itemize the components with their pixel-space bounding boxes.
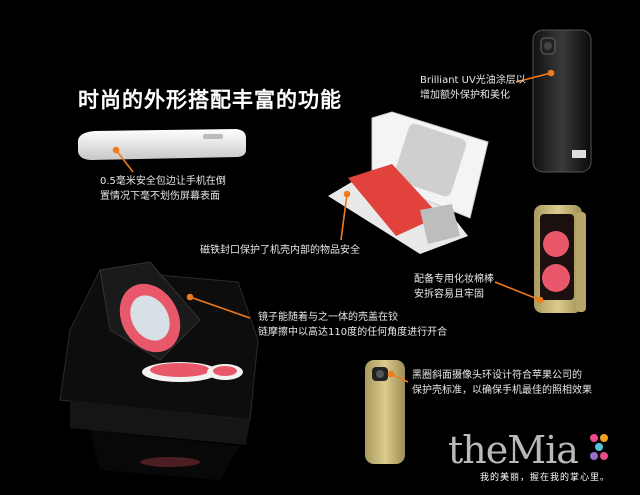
white-bumper-image [78,129,246,160]
caption-line: 置情况下毫不划伤屏幕表面 [100,191,220,202]
gold-case-image [365,360,405,464]
callout-lines [112,69,555,383]
bumper-caption: 0.5毫米安全包边让手机在倒 置情况下毫不划伤屏幕表面 [100,174,226,204]
magnet-caption: 磁铁封口保护了机壳内部的物品安全 [200,243,360,258]
caption-line: 黑圈斜面摄像头环设计符合苹果公司的 [412,370,582,381]
caption-line: 安拆容易且牢固 [414,289,484,300]
caption-line: 增加额外保护和美化 [420,90,510,101]
brush-caption: 配备专用化妆棉棒 安拆容易且牢固 [414,272,494,302]
uv-coating-caption: Brilliant UV光油涂层以 增加额外保护和美化 [420,73,526,103]
caption-line: 链摩擦中以高达110度的任何角度进行开合 [258,327,448,338]
caption-line: 磁铁封口保护了机壳内部的物品安全 [200,245,360,256]
brand-slogan: 我的美丽，握在我的掌心里。 [480,473,611,483]
caption-line: 配备专用化妆棉棒 [414,274,494,285]
caption-line: 镜子能随着与之一体的壳盖在铰 [258,312,398,323]
headline: 时尚的外形搭配丰富的功能 [78,88,342,112]
caption-line: Brilliant UV光油涂层以 [420,75,526,86]
caption-line: 保护壳标准，以确保手机最佳的照相效果 [412,385,592,396]
mirror-case-image [59,261,259,480]
brand-x-logo [590,434,608,460]
caption-line: 0.5毫米安全包边让手机在倒 [100,176,226,187]
open-white-case-image [328,111,489,254]
black-case-image [532,29,592,173]
gold-makeup-case-image [534,205,586,313]
brand-logo-text: theMia [448,428,579,472]
mirror-caption: 镜子能随着与之一体的壳盖在铰 链摩擦中以高达110度的任何角度进行开合 [258,310,447,340]
camera-caption: 黑圈斜面摄像头环设计符合苹果公司的 保护壳标准，以确保手机最佳的照相效果 [412,368,592,398]
